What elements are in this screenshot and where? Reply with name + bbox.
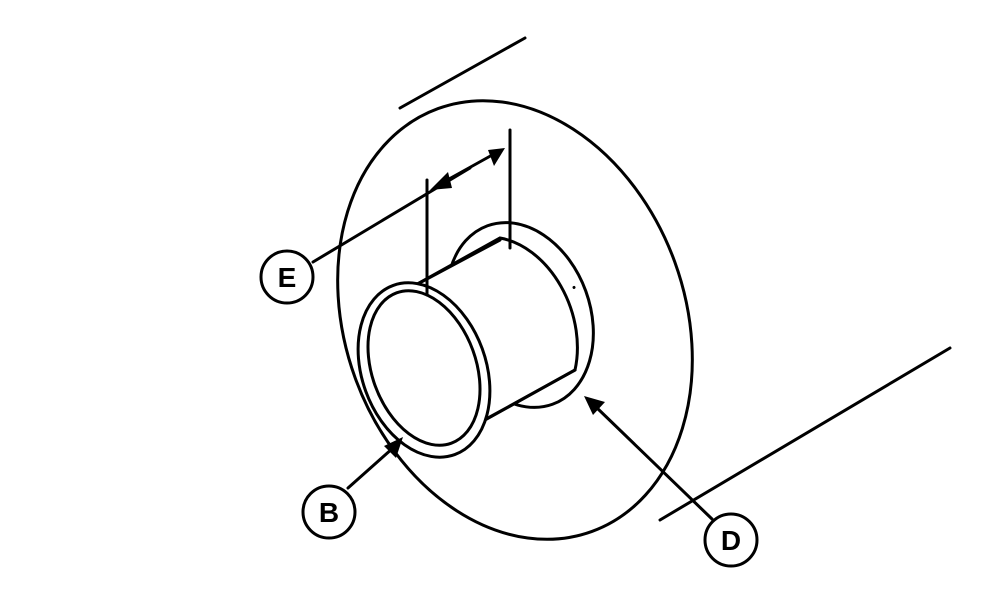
callout-e: E — [259, 249, 315, 305]
callout-b: B — [301, 484, 357, 540]
shaft-outline — [398, 36, 952, 522]
callout-d: D — [703, 512, 759, 568]
dimension-e-extension-lines — [425, 128, 512, 297]
callout-e-leader — [311, 166, 472, 264]
flange-face — [336, 99, 694, 541]
callout-b-label: B — [319, 497, 339, 528]
callout-e-label: E — [278, 262, 297, 293]
callout-d-label: D — [721, 525, 741, 556]
callout-b-leader — [346, 437, 403, 490]
bushing-front-face — [356, 281, 492, 459]
callout-d-leader — [584, 396, 714, 521]
bushing-body — [407, 222, 583, 423]
